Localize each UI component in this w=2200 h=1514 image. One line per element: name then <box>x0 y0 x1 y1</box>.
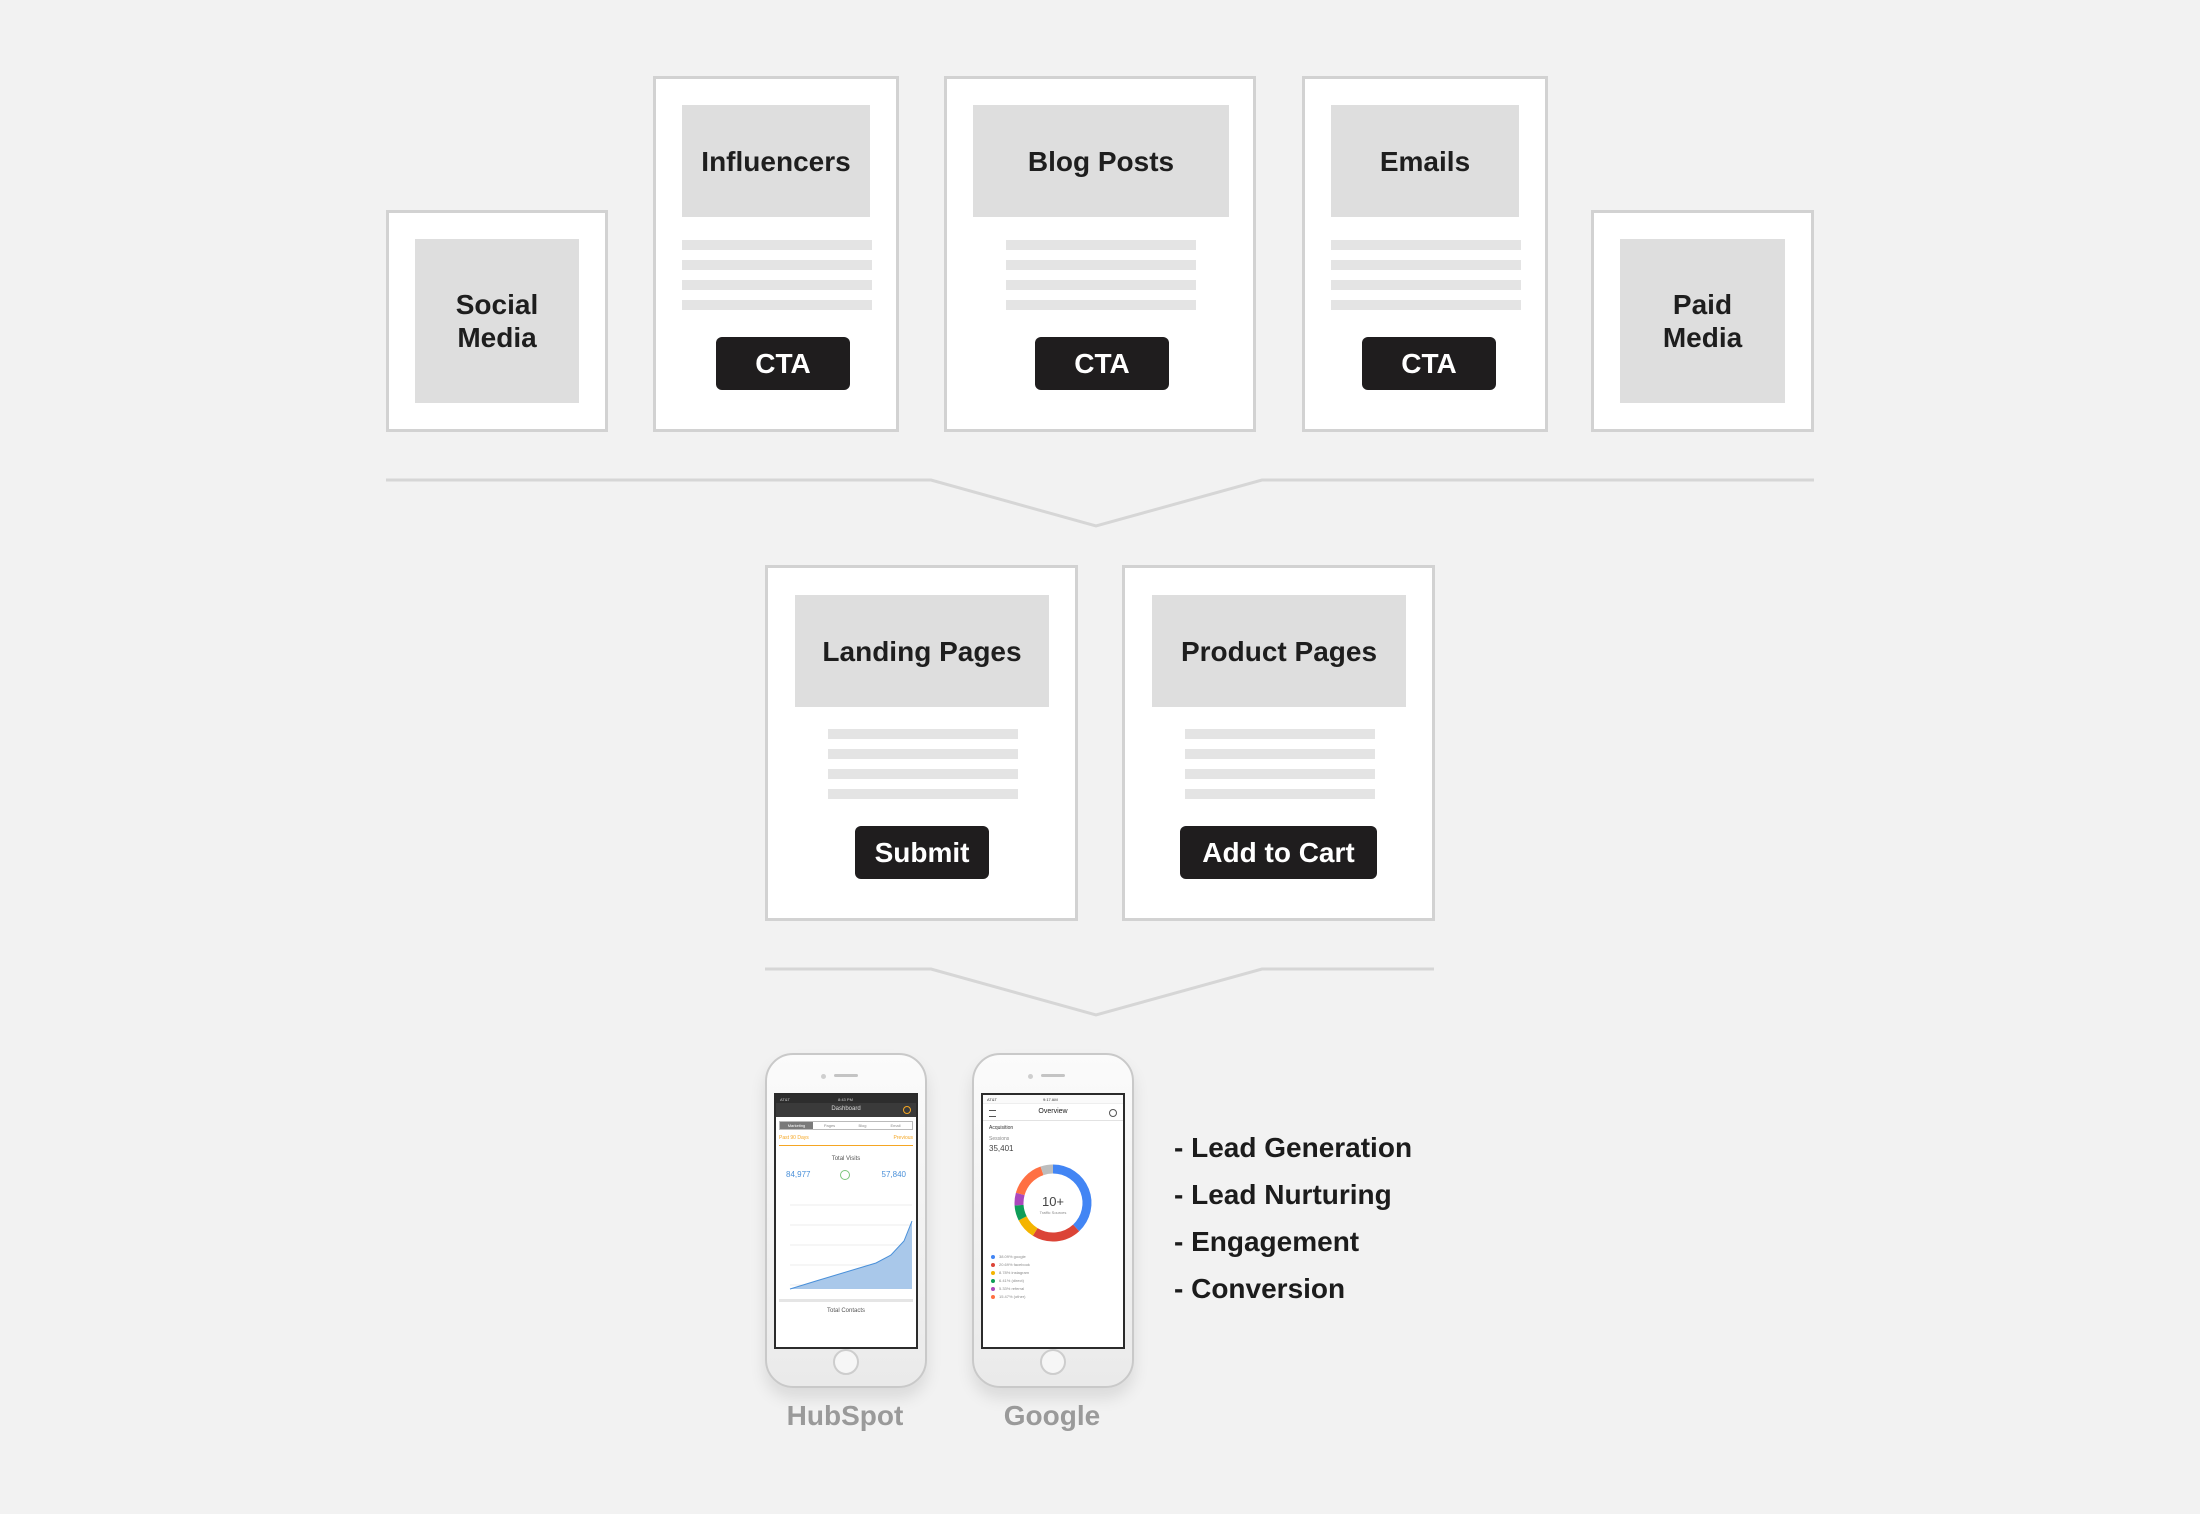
legend-dot <box>991 1278 995 1283</box>
legend-dot <box>991 1294 995 1299</box>
donut-slice <box>1052 1164 1092 1232</box>
hubspot-card-title: Total Visits <box>831 1156 861 1162</box>
influencers-card: Influencers CTA <box>653 76 899 432</box>
influencers-cta-button[interactable]: CTA <box>716 337 850 390</box>
google-caption: Google <box>1003 1400 1101 1431</box>
emails-cta-button[interactable]: CTA <box>1362 337 1496 390</box>
text-lines <box>682 240 872 320</box>
emails-title: Emails <box>1331 105 1519 217</box>
goal-item: - Lead Nurturing <box>1174 1179 1392 1210</box>
legend-item: 5.33% referral <box>991 1285 1123 1293</box>
blog-posts-cta-button[interactable]: CTA <box>1035 337 1169 390</box>
donut-slice <box>1032 1224 1080 1242</box>
hubspot-caption: HubSpot <box>786 1400 904 1431</box>
legend-item: 8.78% instagram <box>991 1269 1123 1277</box>
legend-item: 6.41% (direct) <box>991 1277 1123 1285</box>
google-phone: AT&T 9:17 AM Overview Acquisition Sessio… <box>972 1053 1134 1388</box>
product-pages-card: Product Pages Add to Cart <box>1122 565 1435 921</box>
legend-label: 8.78% instagram <box>999 1270 1030 1275</box>
legend-label: 6.41% (direct) <box>999 1278 1024 1283</box>
donut-slice <box>1015 1166 1044 1196</box>
legend-dot <box>991 1270 995 1275</box>
paid-media-card: Paid Media <box>1591 210 1814 432</box>
legend-label: 15.47% (other) <box>999 1294 1026 1299</box>
goal-item: - Engagement <box>1174 1226 1360 1257</box>
add-icon <box>840 1170 850 1180</box>
donut-slice <box>1040 1164 1054 1176</box>
emails-card: Emails CTA <box>1302 76 1548 432</box>
hubspot-visits-chart <box>789 1204 913 1290</box>
legend-item: 15.47% (other) <box>991 1293 1123 1301</box>
blog-posts-title: Blog Posts <box>973 105 1229 217</box>
donut-center-label: 10+ <box>1042 1194 1064 1209</box>
donut-slice <box>1014 1192 1025 1206</box>
hubspot-footer-title: Total Contacts <box>826 1308 866 1314</box>
google-screen: AT&T 9:17 AM Overview Acquisition Sessio… <box>981 1093 1125 1349</box>
legend-label: 38.09% google <box>999 1254 1026 1259</box>
sessions-value: 35,401 <box>989 1144 1014 1153</box>
traffic-sources-donut: 10+Traffic Sources <box>1014 1164 1092 1242</box>
text-lines <box>1185 729 1375 809</box>
legend-dot <box>991 1262 995 1267</box>
text-lines <box>1331 240 1521 320</box>
submit-button[interactable]: Submit <box>855 826 989 879</box>
traffic-sources-legend: 38.09% google 20.69% facebook 8.78% instag… <box>991 1253 1123 1301</box>
add-to-cart-button[interactable]: Add to Cart <box>1180 826 1377 879</box>
hubspot-header: Dashboard <box>831 1106 861 1112</box>
legend-item: 38.09% google <box>991 1253 1123 1261</box>
social-media-title: Social Media <box>415 239 579 403</box>
blog-posts-card: Blog Posts CTA <box>944 76 1256 432</box>
legend-dot <box>991 1286 995 1291</box>
hubspot-phone: AT&T 8:43 PM Dashboard Marketing Pages B… <box>765 1053 927 1388</box>
legend-dot <box>991 1254 995 1259</box>
donut-slice <box>1018 1216 1038 1236</box>
hubspot-gear-icon <box>903 1106 911 1114</box>
social-media-card: Social Media <box>386 210 608 432</box>
refresh-icon <box>1109 1109 1117 1117</box>
hubspot-screen: AT&T 8:43 PM Dashboard Marketing Pages B… <box>774 1093 918 1349</box>
product-pages-title: Product Pages <box>1152 595 1406 707</box>
home-button-icon <box>833 1349 859 1375</box>
visits-line <box>789 1220 913 1290</box>
visits-area <box>790 1221 912 1289</box>
goals-list: - Lead Generation - Lead Nurturing - Eng… <box>1174 1124 1412 1312</box>
landing-pages-title: Landing Pages <box>795 595 1049 707</box>
menu-icon <box>989 1110 996 1117</box>
influencers-title: Influencers <box>682 105 870 217</box>
legend-label: 5.33% referral <box>999 1286 1025 1291</box>
text-lines <box>828 729 1018 809</box>
donut-center-sublabel: Traffic Sources <box>1040 1210 1067 1215</box>
landing-pages-card: Landing Pages Submit <box>765 565 1078 921</box>
donut-slice <box>1014 1204 1027 1221</box>
legend-item: 20.69% facebook <box>991 1261 1123 1269</box>
paid-media-title: Paid Media <box>1620 239 1785 403</box>
goal-item: - Conversion <box>1174 1273 1346 1304</box>
home-button-icon <box>1040 1349 1066 1375</box>
goal-item: - Lead Generation <box>1174 1132 1413 1163</box>
google-header: Overview <box>1038 1108 1068 1115</box>
text-lines <box>1006 240 1196 320</box>
legend-label: 20.69% facebook <box>999 1262 1030 1267</box>
